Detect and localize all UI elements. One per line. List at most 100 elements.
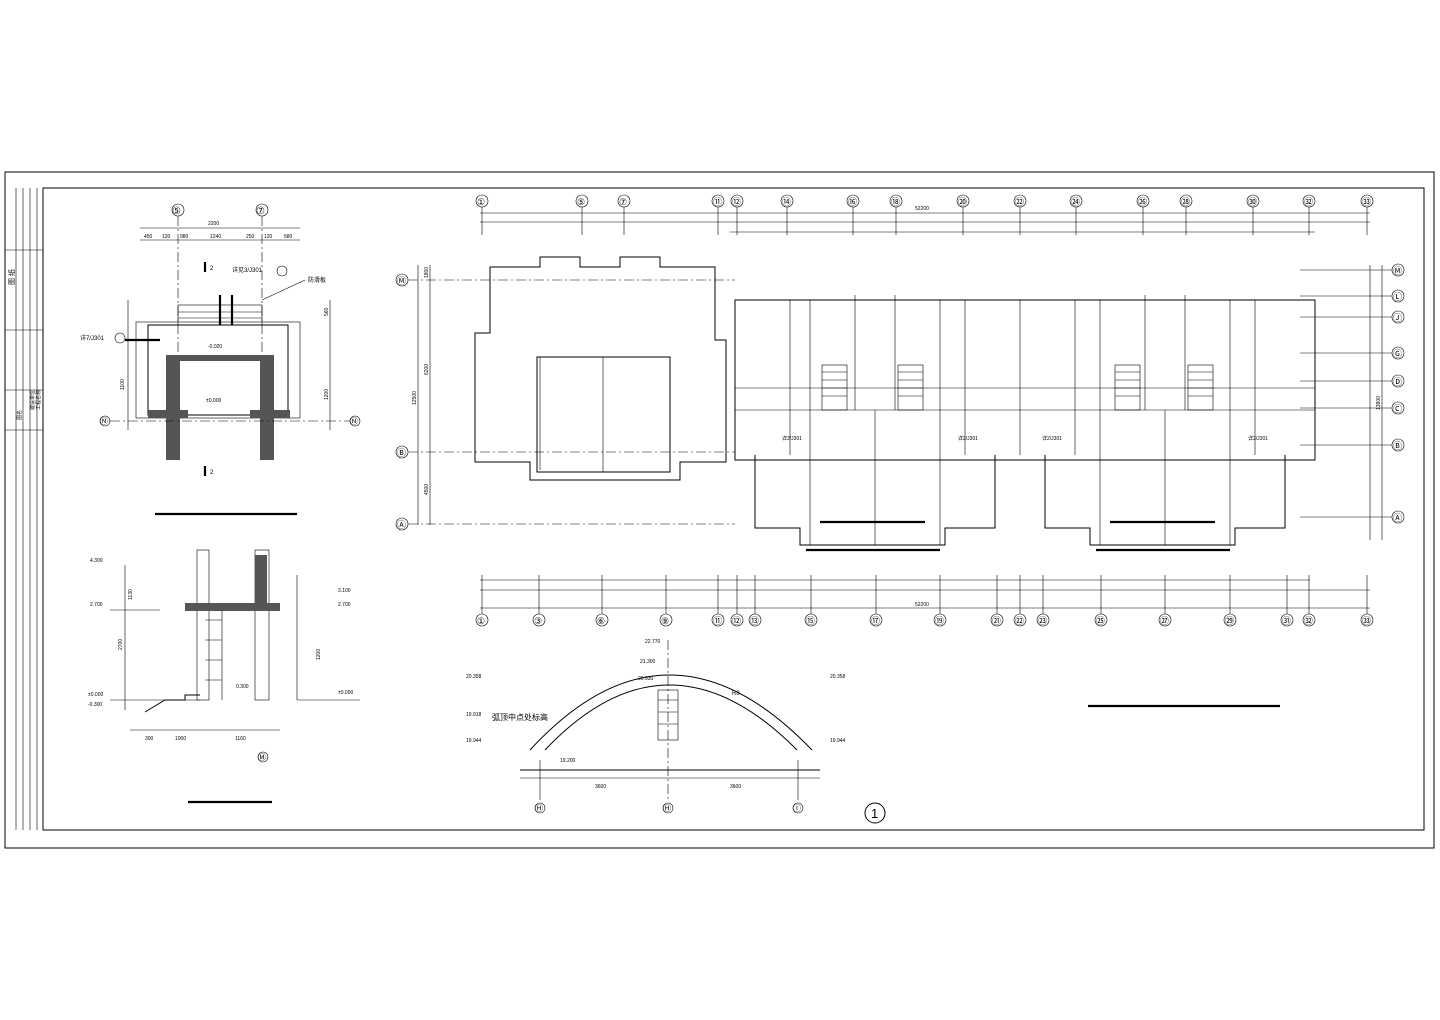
arch-level-right-2: 19.944 <box>830 738 846 744</box>
floor-plan: 52200 52200 1800 6200 4500 12500 13800 <box>412 206 1383 609</box>
arch-note: 弧顶中点处标高 <box>492 712 548 722</box>
window-ref-2: 详2/J301 <box>958 435 978 442</box>
plan-left-dim-2: 6200 <box>424 364 430 375</box>
sec-dim-left-2: 2700 <box>118 639 124 650</box>
plan-right-total: 13800 <box>1376 396 1382 410</box>
plan-axis-bottom-3: ⑨ <box>661 616 669 626</box>
sec-level-8: ±0.000 <box>338 690 353 696</box>
detail-section-mark: 2 <box>210 266 214 272</box>
side-label-3: 图名 <box>16 410 23 420</box>
plan-axis-top-10: ㉔ <box>1071 197 1080 207</box>
sec-level-5: 3.100 <box>338 588 351 594</box>
plan-axis-top-6: ⑯ <box>848 197 857 207</box>
arch-level-left-1: 20.358 <box>466 674 482 680</box>
stair-4 <box>1187 364 1214 411</box>
detail-axis-top-1: ⑤ <box>172 206 181 217</box>
plan-axis-top-7: ⑱ <box>891 197 900 207</box>
plan-axis-bottom-15: ㉙ <box>1225 616 1234 626</box>
plan-left-dim-1: 1800 <box>424 267 430 278</box>
plan-axis-top-0: ① <box>477 197 485 207</box>
plan-axis-left-2: Ⓐ <box>397 520 406 530</box>
detail-dim-2: 120 <box>162 234 171 240</box>
sec-level-6: 2.700 <box>338 602 351 608</box>
plan-axis-top-2: ⑦ <box>619 197 627 207</box>
stair-2 <box>897 364 924 411</box>
arch-level-mid-2: 21.300 <box>640 659 656 665</box>
sec-level-4: -0.300 <box>88 702 102 708</box>
plan-axis-bottom-12: ㉓ <box>1038 616 1047 626</box>
detail-callout-text: 防滑板 <box>308 276 326 284</box>
sec-dim-right-1: 1200 <box>316 649 322 660</box>
inner-border <box>42 187 1425 831</box>
outer-border <box>4 171 1435 849</box>
plan-axis-right-0: Ⓜ <box>1393 266 1402 276</box>
plan-axis-top-11: ㉖ <box>1138 197 1147 207</box>
plan-axis-top-4: ⑫ <box>732 197 741 207</box>
plan-axis-bottom-9: ⑲ <box>935 616 944 626</box>
stair-3 <box>1114 364 1141 411</box>
plan-axis-bottom-10: ㉑ <box>992 616 1001 626</box>
stair-1 <box>821 364 848 411</box>
plan-axis-bottom-17: ㉜ <box>1304 616 1313 626</box>
arch-level-right-1: 20.358 <box>830 674 846 680</box>
plan-axis-bottom-2: ⑥ <box>597 616 605 626</box>
plan-axis-right-2: Ⓙ <box>1393 313 1402 323</box>
sec-level-3: ±0.000 <box>88 692 103 698</box>
detail-dim-4: 1240 <box>210 234 221 240</box>
plan-axis-bottom-8: ⑰ <box>871 616 880 626</box>
detail-right-dim-1: 560 <box>324 307 330 316</box>
arch-dim-6: 3600 <box>730 784 741 790</box>
window-ref-4: 详2/J301 <box>1248 435 1268 442</box>
arch-level-left-3: 19.944 <box>466 738 482 744</box>
plan-axis-right-3: Ⓖ <box>1393 349 1402 359</box>
detail-dim-5: 250 <box>246 234 255 240</box>
detail-dim-3: 980 <box>180 234 189 240</box>
detail-ref-label: 详7/J301 <box>80 334 105 342</box>
side-title: 图 纸 <box>7 269 16 285</box>
detail-dim-1: 450 <box>144 234 153 240</box>
detail-dim-total: 2200 <box>208 221 219 227</box>
plan-axis-bottom-5: ⑫ <box>732 616 741 626</box>
plan-axis-top-14: ㉜ <box>1304 197 1313 207</box>
arch-level-mid-4: 19.200 <box>560 758 576 764</box>
detail-level-1: -0.020 <box>208 344 222 350</box>
plan-axis-bottom-6: ⑬ <box>750 616 759 626</box>
sec-dim-bottom-1: 300 <box>145 736 154 742</box>
arch-axis-2: Ⓗ <box>663 804 671 813</box>
plan-axis-left-0: Ⓜ <box>397 276 406 286</box>
detail-dim-6: 120 <box>264 234 273 240</box>
arch-dim-3: 3600 <box>595 784 606 790</box>
plan-axis-right-7: Ⓐ <box>1393 513 1402 523</box>
detail-level-2: ±0.000 <box>206 398 221 404</box>
sec-dim-bottom-5: 1160 <box>235 736 246 742</box>
plan-axis-bottom-14: ㉗ <box>1160 616 1169 626</box>
sec-level-7: 0.300 <box>236 684 249 690</box>
plan-axis-left-1: Ⓑ <box>397 448 406 458</box>
plan-axis-top-15: ㉝ <box>1362 197 1371 207</box>
plan-axis-right-1: Ⓛ <box>1393 292 1402 302</box>
detail-section-mark-2: 2 <box>210 470 214 476</box>
detail-side-dim-1: 1100 <box>120 379 126 390</box>
plan-axis-bottom-7: ⑮ <box>806 616 815 626</box>
plan-axis-bottom-16: ㉛ <box>1282 616 1291 626</box>
arch-level-mid-1: 22.770 <box>645 639 661 645</box>
drawing-number-circle <box>864 802 886 824</box>
detail-right-dim-2: 1200 <box>324 389 330 400</box>
sec-level-2: 2.700 <box>90 602 103 608</box>
window-ref-3: 详2/J301 <box>1042 435 1062 442</box>
side-label-2: 工程名称 <box>35 390 42 410</box>
section-detail: 4.300 2.700 ±0.000 -0.300 3.100 2.700 0.… <box>88 549 360 804</box>
arch-section: 弧顶中点处标高 22.770 21.300 20.930 19.200 20.3… <box>466 639 846 814</box>
sec-level-1: 4.300 <box>90 558 103 564</box>
title-strip: 图 纸 建设单位 工程名称 图名 <box>5 188 43 830</box>
arch-axis-3: Ⓘ <box>793 804 801 813</box>
plan-axis-top-12: ㉘ <box>1181 197 1190 207</box>
sec-dim-left-1: 1130 <box>128 589 134 600</box>
plan-total-top: 52200 <box>915 206 929 212</box>
plan-left-dim-3: 4500 <box>424 484 430 495</box>
window-ref-1: 详2/J301 <box>782 435 802 442</box>
sec-dim-bottom-3: 1000 <box>175 736 186 742</box>
detail-plan: ⑤ ⑦ 2200 450 120 980 1240 250 120 580 2 … <box>80 203 361 516</box>
